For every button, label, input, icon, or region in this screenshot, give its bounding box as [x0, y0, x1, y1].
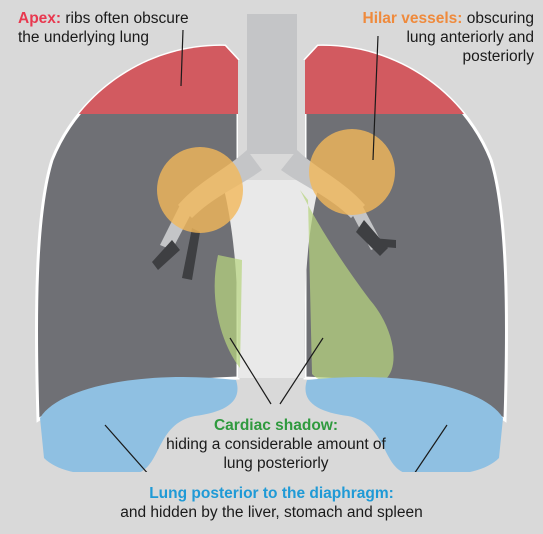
cardiac-title: Cardiac shadow:: [214, 417, 338, 434]
apex-title: Apex:: [18, 10, 61, 27]
cardiac-label: Cardiac shadow: hiding a considerable am…: [140, 416, 412, 473]
posterior-text-1: and hidden by the liver, stomach and spl…: [20, 503, 523, 522]
hilar-text-3: posteriorly: [324, 47, 534, 66]
apex-text-1: ribs often obscure: [65, 10, 188, 27]
hilar-title: Hilar vessels:: [363, 10, 463, 27]
cardiac-text-1: hiding a considerable amount of: [140, 435, 412, 454]
cardiac-text-2: lung posteriorly: [140, 454, 412, 473]
hilar-text-2: lung anteriorly and: [324, 28, 534, 47]
hilar-text-1: obscuring: [467, 10, 534, 27]
posterior-label: Lung posterior to the diaphragm: and hid…: [20, 484, 523, 522]
hilar-label: Hilar vessels: obscuring lung anteriorly…: [324, 9, 534, 66]
hilar-vessels-left: [157, 147, 243, 233]
hilar-vessels-right: [309, 129, 395, 215]
apex-text-2: the underlying lung: [18, 28, 189, 47]
posterior-title: Lung posterior to the diaphragm:: [149, 485, 394, 502]
apex-label: Apex: ribs often obscure the underlying …: [18, 9, 189, 47]
